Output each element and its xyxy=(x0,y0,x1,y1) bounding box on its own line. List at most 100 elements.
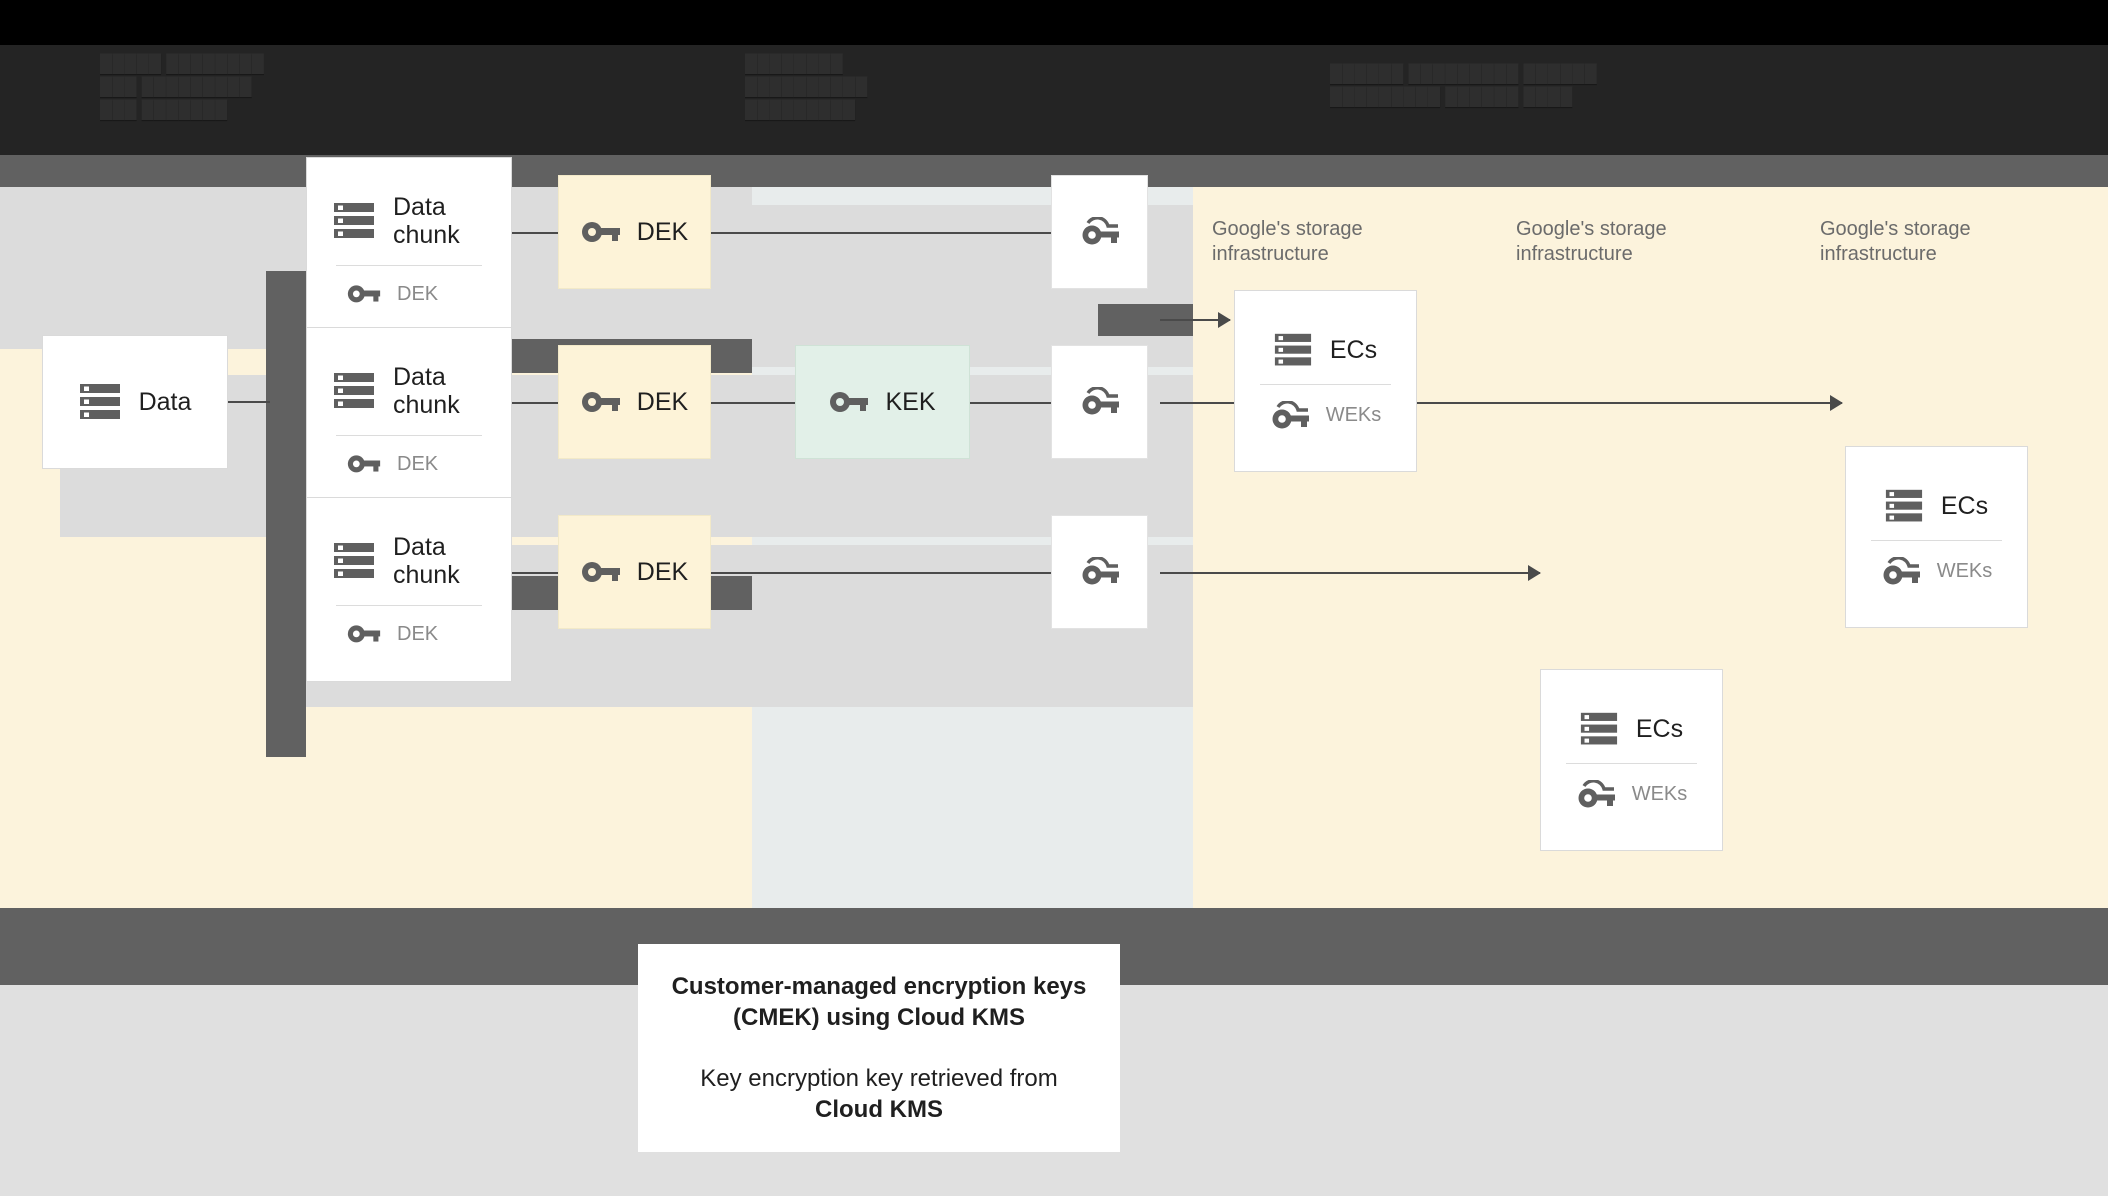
header-text-line: ██████ █████████ ██████ xyxy=(1330,64,1597,83)
chip-wrapped-key-3[interactable] xyxy=(1051,515,1148,629)
card-ecs-1-title: ECs xyxy=(1329,335,1378,364)
wrapped-key-icon xyxy=(1270,399,1310,431)
card-ecs-3[interactable]: ECs WEKs xyxy=(1845,446,2028,628)
card-chunk-3-key-label: DEK xyxy=(397,622,439,645)
wire-wek2-to-ecs3 xyxy=(1160,402,1842,404)
header-text-column-1: █████ ████████ ███ █████████ ███ ███████ xyxy=(100,52,264,121)
card-ecs-3-key-label: WEKs xyxy=(1936,560,1993,582)
card-ecs-1-key-row: WEKs xyxy=(1235,399,1416,431)
wire-chunk3-to-dek3 xyxy=(510,572,558,574)
key-icon xyxy=(581,218,621,246)
wire-dek3-to-wek3 xyxy=(711,572,1051,574)
caption-title-line-2: (CMEK) using Cloud KMS xyxy=(733,1004,1025,1031)
card-ecs-2-header: ECs xyxy=(1541,711,1722,747)
chip-wrapped-key-2[interactable] xyxy=(1051,345,1148,459)
header-text-line: █████████ xyxy=(745,100,856,119)
header-text-line: ████████ xyxy=(745,54,843,73)
chip-wrapped-key-1[interactable] xyxy=(1051,175,1148,289)
wire-data-to-fork xyxy=(228,401,270,403)
wire-chunk2-to-dek2 xyxy=(510,402,558,404)
chip-kek[interactable]: KEK xyxy=(795,345,970,459)
header-text-line: ███ █████████ xyxy=(100,77,252,96)
card-chunk-2-key-label: DEK xyxy=(397,452,439,475)
caption-body-line-2: Cloud KMS xyxy=(815,1094,943,1125)
card-ecs-1[interactable]: ECs WEKs xyxy=(1234,290,1417,472)
server-icon xyxy=(333,541,375,581)
chip-dek-2[interactable]: DEK xyxy=(558,345,711,459)
card-ecs-1-header: ECs xyxy=(1235,332,1416,368)
wrapped-key-icon xyxy=(1881,555,1921,587)
header-text-column-2: ████████ ██████████ █████████ xyxy=(745,52,867,121)
chip-dek-2-label: DEK xyxy=(636,387,689,416)
header-text-line: █████ ████████ xyxy=(100,54,265,73)
key-icon xyxy=(829,388,869,416)
wire-dek1-to-wek1 xyxy=(711,232,1051,234)
card-chunk-1-key-label: DEK xyxy=(397,282,439,305)
card-ecs-2-key-label: WEKs xyxy=(1631,783,1688,805)
wire-chunk1-to-dek1 xyxy=(510,232,558,234)
card-ecs-3-title: ECs xyxy=(1940,491,1989,520)
card-data-source-header: Data xyxy=(43,382,227,422)
chip-dek-3[interactable]: DEK xyxy=(558,515,711,629)
chip-dek-3-label: DEK xyxy=(636,557,689,586)
card-ecs-2[interactable]: ECs WEKs xyxy=(1540,669,1723,851)
arrowhead-ecs1 xyxy=(1218,312,1231,328)
server-icon xyxy=(333,371,375,411)
key-icon xyxy=(581,388,621,416)
card-chunk-2-key-row: DEK xyxy=(307,452,511,476)
server-icon xyxy=(1580,711,1618,747)
chip-dek-1-label: DEK xyxy=(636,217,689,246)
header-text-line: █████████ ██████ ████ xyxy=(1330,87,1573,106)
card-divider xyxy=(1260,383,1391,385)
caption-body-line-1: Key encryption key retrieved from xyxy=(700,1065,1058,1092)
card-divider xyxy=(1871,539,2002,541)
key-icon xyxy=(347,452,381,476)
card-ecs-3-header: ECs xyxy=(1846,488,2027,524)
server-icon xyxy=(1274,332,1312,368)
key-icon xyxy=(581,558,621,586)
caption-title-line-1: Customer-managed encryption keys xyxy=(671,973,1087,1000)
caption-card: Customer-managed encryption keys (CMEK) … xyxy=(638,944,1120,1152)
card-ecs-2-key-row: WEKs xyxy=(1541,778,1722,810)
wrapped-key-icon xyxy=(1576,778,1616,810)
chip-dek-1[interactable]: DEK xyxy=(558,175,711,289)
card-divider xyxy=(1566,762,1697,764)
wrapped-key-icon xyxy=(1080,556,1120,587)
chip-kek-label: KEK xyxy=(885,387,936,416)
wrapped-key-icon xyxy=(1080,216,1120,247)
caption-body-emphasis: Cloud KMS xyxy=(815,1096,943,1123)
header-band: █████ ████████ ███ █████████ ███ ███████… xyxy=(0,0,2108,155)
card-data-source[interactable]: Data xyxy=(42,335,228,469)
card-divider xyxy=(335,605,483,606)
arrowhead-ecs2 xyxy=(1528,565,1541,581)
card-divider xyxy=(335,265,483,266)
wire-kek-to-wek2 xyxy=(962,402,1052,404)
wrapped-key-icon xyxy=(1080,386,1120,417)
card-chunk-3-key-row: DEK xyxy=(307,622,511,646)
card-data-source-title: Data xyxy=(138,388,192,416)
wire-wek3-to-ecs2 xyxy=(1160,572,1540,574)
server-icon xyxy=(1885,488,1923,524)
key-icon xyxy=(347,622,381,646)
card-ecs-1-key-label: WEKs xyxy=(1325,404,1382,426)
server-icon xyxy=(79,382,121,422)
header-text-column-3: ██████ █████████ ██████ █████████ ██████… xyxy=(1330,62,1597,108)
header-text-line: ██████████ xyxy=(745,77,868,96)
card-divider xyxy=(335,435,483,436)
key-icon xyxy=(347,282,381,306)
header-text-line: ███ ███████ xyxy=(100,100,228,119)
card-chunk-1-key-row: DEK xyxy=(307,282,511,306)
